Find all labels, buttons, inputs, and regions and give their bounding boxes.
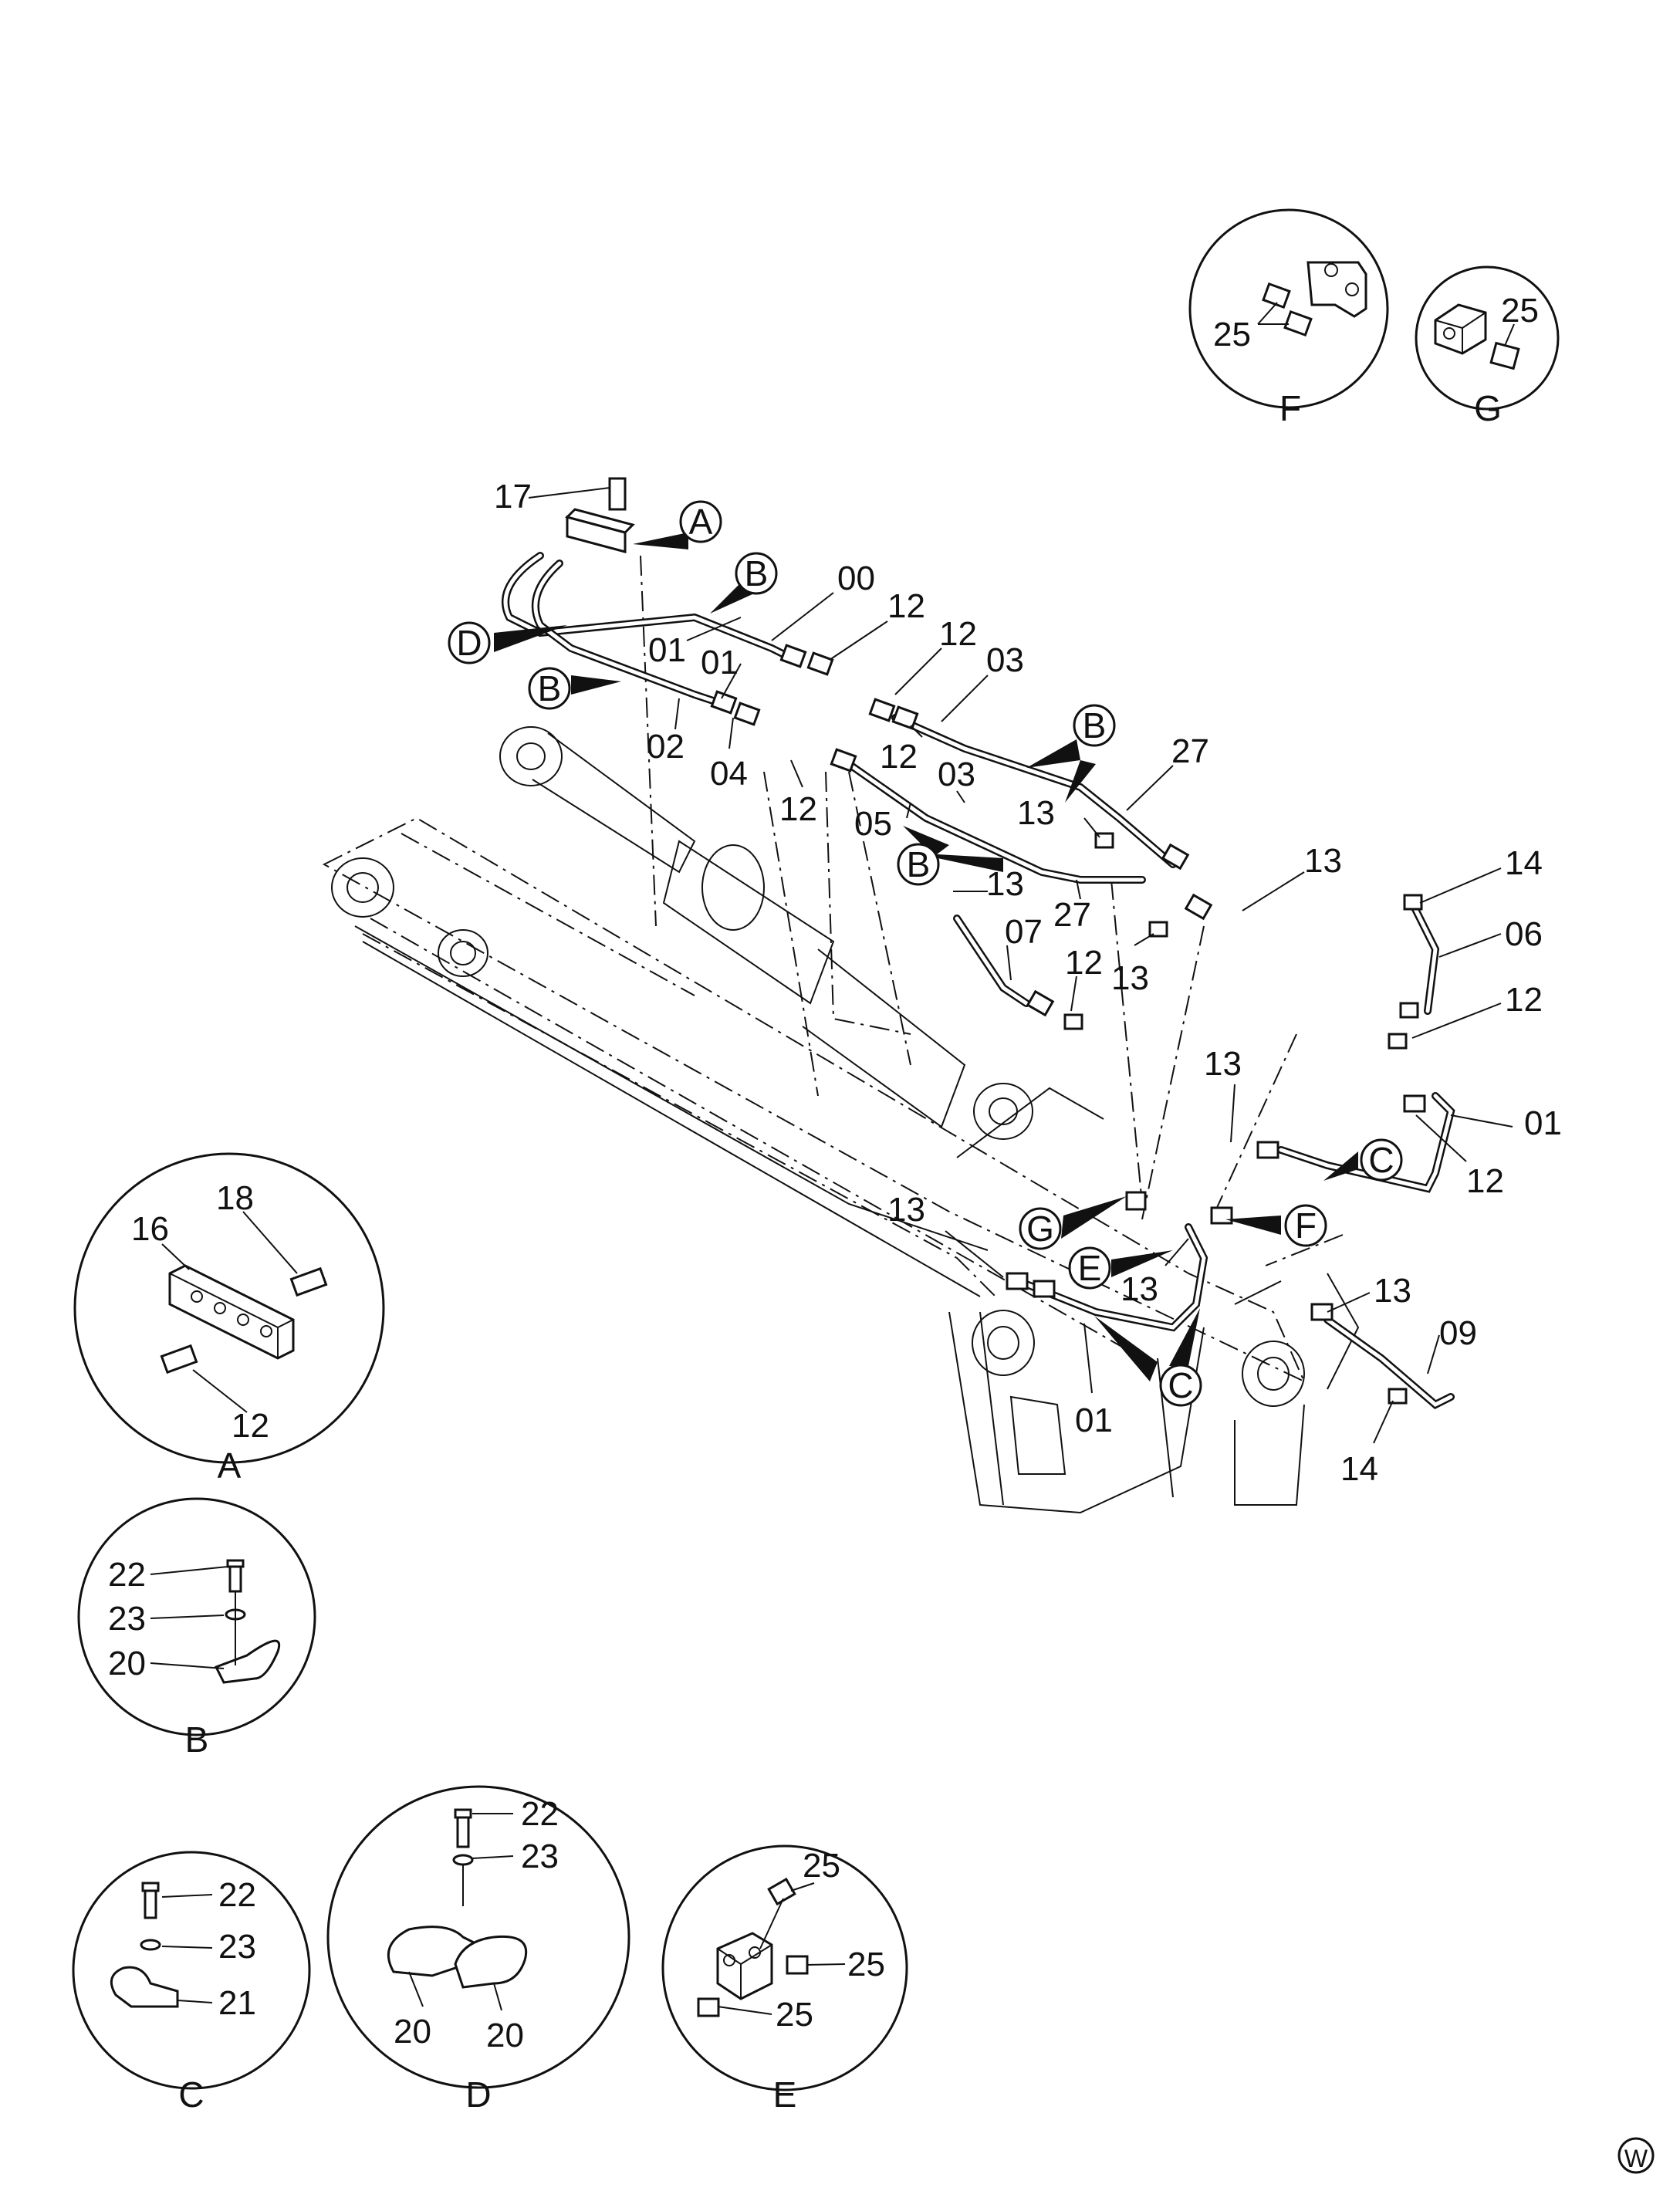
detail-G: 25 G: [1415, 265, 1560, 428]
label-27b: 27: [1053, 896, 1091, 934]
label-12e: 12: [1065, 944, 1103, 982]
detail-B: 22 23 20 B: [77, 1497, 316, 1760]
callout-F: F: [1225, 1204, 1327, 1247]
callout-B-top: B: [710, 552, 778, 614]
svg-text:B: B: [907, 844, 931, 884]
svg-text:B: B: [1083, 705, 1107, 746]
label-12a: 12: [887, 587, 925, 625]
C-label-22: 22: [218, 1876, 256, 1914]
C-label-21: 21: [218, 1984, 256, 2022]
label-03a: 03: [986, 641, 1024, 679]
D-title: D: [465, 2074, 491, 2115]
B-label-20: 20: [108, 1645, 146, 1682]
label-13c: 13: [986, 865, 1024, 903]
svg-text:G: G: [1026, 1209, 1054, 1249]
label-01a: 01: [648, 631, 686, 669]
callout-C-right: C: [1323, 1138, 1403, 1182]
reference-lines: [640, 555, 1344, 1266]
label-07: 07: [1005, 913, 1043, 951]
A-label-16: 16: [131, 1210, 169, 1248]
label-01b: 01: [701, 644, 739, 681]
label-12g: 12: [1466, 1162, 1504, 1200]
svg-text:F: F: [1295, 1205, 1317, 1246]
G-title: G: [1474, 388, 1502, 428]
C-label-23: 23: [218, 1928, 256, 1966]
F-label-25: 25: [1213, 316, 1251, 353]
B-label-23: 23: [108, 1600, 146, 1638]
E-label-25b: 25: [847, 1946, 885, 1983]
B-title: B: [185, 1719, 209, 1760]
label-03b: 03: [938, 756, 975, 793]
callout-B-mid: B: [897, 826, 1003, 886]
callout-E: E: [1068, 1246, 1173, 1290]
label-01d: 01: [1075, 1401, 1113, 1439]
G-label-25: 25: [1501, 292, 1539, 330]
label-13f: 13: [887, 1191, 925, 1229]
boom-outline: [322, 817, 1306, 1384]
C-title: C: [178, 2074, 204, 2115]
D-label-22: 22: [521, 1795, 559, 1833]
D-label-20a: 20: [394, 2013, 431, 2051]
label-04: 12: [880, 738, 918, 776]
svg-text:W: W: [1624, 2145, 1648, 2172]
callout-D: D: [448, 621, 567, 664]
label-00: 00: [837, 560, 875, 597]
D-label-20b: 20: [486, 2017, 524, 2054]
label-17: 17: [494, 478, 532, 516]
svg-text:B: B: [745, 553, 769, 593]
svg-text:C: C: [1368, 1140, 1394, 1180]
detail-A: 16 18 12 A: [73, 1152, 385, 1486]
label-14a: 14: [1505, 844, 1543, 882]
label-14b: 14: [1340, 1450, 1378, 1488]
detail-C: 22 23 21 C: [72, 1851, 311, 2115]
label-13g: 13: [1121, 1270, 1158, 1308]
callout-A: A: [633, 500, 722, 549]
svg-text:E: E: [1078, 1248, 1102, 1288]
callout-B-left: B: [528, 667, 621, 710]
E-title: E: [773, 2074, 797, 2115]
svg-text:A: A: [689, 502, 713, 542]
corner-mark: W: [1617, 2137, 1655, 2174]
detail-F: 25 F: [1188, 208, 1389, 428]
arm-structure: [948, 1273, 1360, 1514]
label-06: 06: [1505, 915, 1543, 953]
E-label-25c: 25: [776, 1996, 813, 2034]
main-part-labels: 17 00 12 01 01 12 03 02 12 04 12 03 05 2…: [494, 478, 1562, 1488]
hose-routes: [502, 552, 1455, 1409]
label-13e: 13: [1204, 1045, 1242, 1083]
F-title: F: [1279, 388, 1301, 428]
svg-text:D: D: [456, 623, 482, 663]
label-13h: 13: [1374, 1272, 1411, 1310]
detail-D: 22 23 20 20 D: [326, 1785, 630, 2115]
label-13d: 13: [1111, 959, 1149, 997]
manifold-block: [565, 477, 635, 553]
E-label-25a: 25: [803, 1847, 840, 1885]
label-13b: 13: [1304, 842, 1342, 880]
fittings: [710, 644, 1426, 1405]
label-27a: 27: [1171, 732, 1209, 770]
callout-B-right: B: [1026, 704, 1116, 803]
B-label-22: 22: [108, 1556, 146, 1594]
label-01c: 01: [1524, 1104, 1562, 1142]
callout-C-bottom: C: [1094, 1308, 1202, 1407]
label-05: 05: [854, 805, 892, 843]
callout-G: G: [1019, 1196, 1127, 1250]
svg-text:C: C: [1168, 1365, 1193, 1405]
label-12d: 12: [779, 790, 817, 828]
A-label-12: 12: [232, 1407, 269, 1445]
boom-cylinder: [499, 726, 966, 1128]
label-13a: 13: [1017, 794, 1055, 832]
label-09: 09: [1439, 1314, 1477, 1352]
detail-E: 25 25 25 E: [661, 1844, 908, 2115]
D-label-23: 23: [521, 1838, 559, 1875]
label-12b: 12: [939, 615, 977, 653]
A-title: A: [218, 1445, 242, 1486]
svg-text:B: B: [538, 668, 562, 708]
A-label-18: 18: [216, 1179, 254, 1217]
label-12f: 12: [1505, 981, 1543, 1019]
label-02: 02: [647, 728, 685, 766]
label-12c: 04: [710, 755, 748, 793]
